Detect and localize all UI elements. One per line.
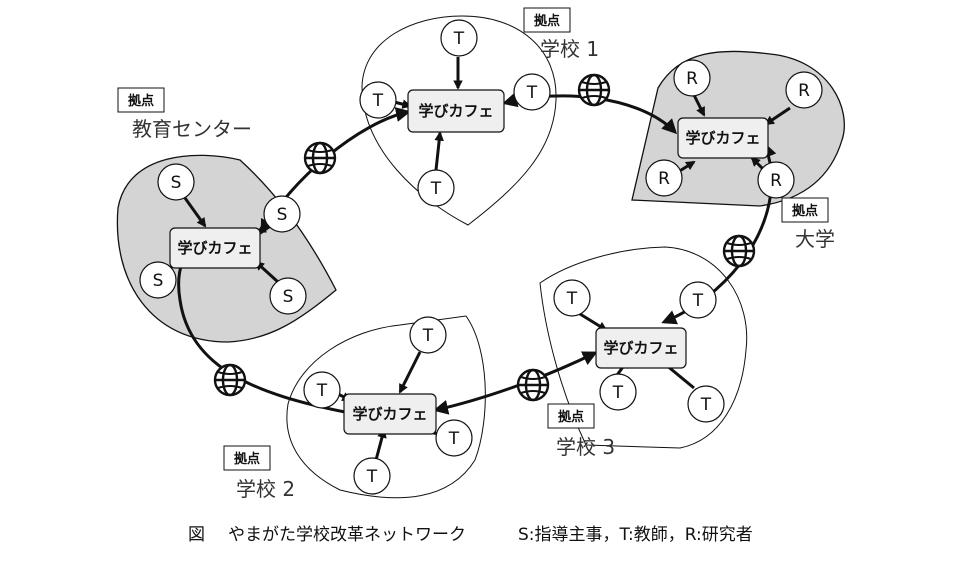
person-node-label: T xyxy=(566,289,578,309)
person-node-label: T xyxy=(422,326,434,346)
manabi-cafe-label: 学びカフェ xyxy=(177,239,252,257)
site-name-university: 大学 xyxy=(795,227,835,251)
person-node-label: R xyxy=(798,81,810,101)
person-node: R xyxy=(673,59,711,97)
manabi-cafe-box: 学びカフェ xyxy=(407,89,505,133)
manabi-cafe-label: 学びカフェ xyxy=(352,405,427,423)
arrow-t2a xyxy=(398,351,422,394)
arrow-r1 xyxy=(692,94,706,117)
person-node: T xyxy=(513,73,551,111)
person-node-label: T xyxy=(692,291,704,311)
person-node-label: T xyxy=(700,395,712,415)
person-node: S xyxy=(157,163,195,201)
person-node: T xyxy=(553,279,591,317)
person-node-label: S xyxy=(283,287,294,307)
arrow-t1c xyxy=(434,131,444,171)
person-node: T xyxy=(417,169,455,207)
kyoten-badge: 拠点 xyxy=(223,445,271,471)
person-node-label: T xyxy=(366,467,378,487)
person-node-label: R xyxy=(686,69,698,89)
manabi-cafe-label: 学びカフェ xyxy=(418,102,493,120)
manabi-cafe-box: 学びカフェ xyxy=(595,327,687,369)
person-node-label: S xyxy=(277,205,288,225)
person-node-label: T xyxy=(612,383,624,403)
person-node: T xyxy=(435,419,473,457)
person-node: T xyxy=(687,385,725,423)
person-node: S xyxy=(263,195,301,233)
arrow-s1 xyxy=(183,197,207,228)
kyoten-badge: 拠点 xyxy=(117,87,165,113)
site-name-school2: 学校 2 xyxy=(236,477,295,501)
person-node-label: T xyxy=(448,429,460,449)
person-node: T xyxy=(409,316,447,354)
person-node: T xyxy=(303,371,341,409)
kyoten-badge-label: 拠点 xyxy=(792,203,818,219)
kyoten-badge: 拠点 xyxy=(547,403,595,429)
person-node: S xyxy=(139,261,177,299)
site-name-school1: 学校 1 xyxy=(540,37,599,61)
person-node-label: T xyxy=(430,179,442,199)
site-name-education-center: 教育センター xyxy=(132,117,252,141)
kyoten-badge: 拠点 xyxy=(781,197,829,223)
caption-title: やまがた学校改革ネットワーク xyxy=(228,525,466,545)
person-node-label: R xyxy=(770,171,782,191)
person-node: T xyxy=(679,281,717,319)
globe-icon xyxy=(577,73,611,107)
globe-icon xyxy=(213,363,247,397)
globe-icon xyxy=(516,368,550,402)
person-node: T xyxy=(599,373,637,411)
globe-icon xyxy=(303,141,337,175)
kyoten-badge-label: 拠点 xyxy=(128,93,154,109)
arrow-t1b xyxy=(393,99,412,109)
person-node: S xyxy=(269,277,307,315)
arrow-r2 xyxy=(764,106,791,126)
person-node-label: T xyxy=(526,83,538,103)
person-node-label: S xyxy=(153,271,164,291)
kyoten-badge: 拠点 xyxy=(523,7,571,33)
arrow-t2d xyxy=(374,428,387,461)
manabi-cafe-label: 学びカフェ xyxy=(603,339,678,357)
person-node-label: T xyxy=(453,29,465,49)
arrow-t3a xyxy=(579,312,608,332)
manabi-cafe-label: 学びカフェ xyxy=(685,129,760,147)
kyoten-badge-label: 拠点 xyxy=(234,451,260,467)
person-node-label: T xyxy=(316,381,328,401)
person-node-label: S xyxy=(171,173,182,193)
person-node: R xyxy=(757,161,795,199)
site-name-school3: 学校 3 xyxy=(556,435,615,459)
person-node-label: R xyxy=(658,169,670,189)
caption-legend: S:指導主事，T:教師，R:研究者 xyxy=(518,525,753,545)
kyoten-badge-label: 拠点 xyxy=(558,409,584,425)
caption-figure-label: 図 xyxy=(188,525,205,545)
person-node: R xyxy=(785,71,823,109)
manabi-cafe-box: 学びカフェ xyxy=(169,227,261,269)
link-school3-school2 xyxy=(433,351,598,415)
kyoten-badge-label: 拠点 xyxy=(534,13,560,29)
manabi-cafe-box: 学びカフェ xyxy=(343,393,437,435)
person-node: T xyxy=(353,457,391,495)
manabi-cafe-box: 学びカフェ xyxy=(677,117,769,159)
person-node: T xyxy=(440,19,478,57)
person-node: R xyxy=(645,159,683,197)
globe-icon xyxy=(722,234,756,268)
person-node-label: T xyxy=(372,91,384,111)
person-node: T xyxy=(359,81,397,119)
